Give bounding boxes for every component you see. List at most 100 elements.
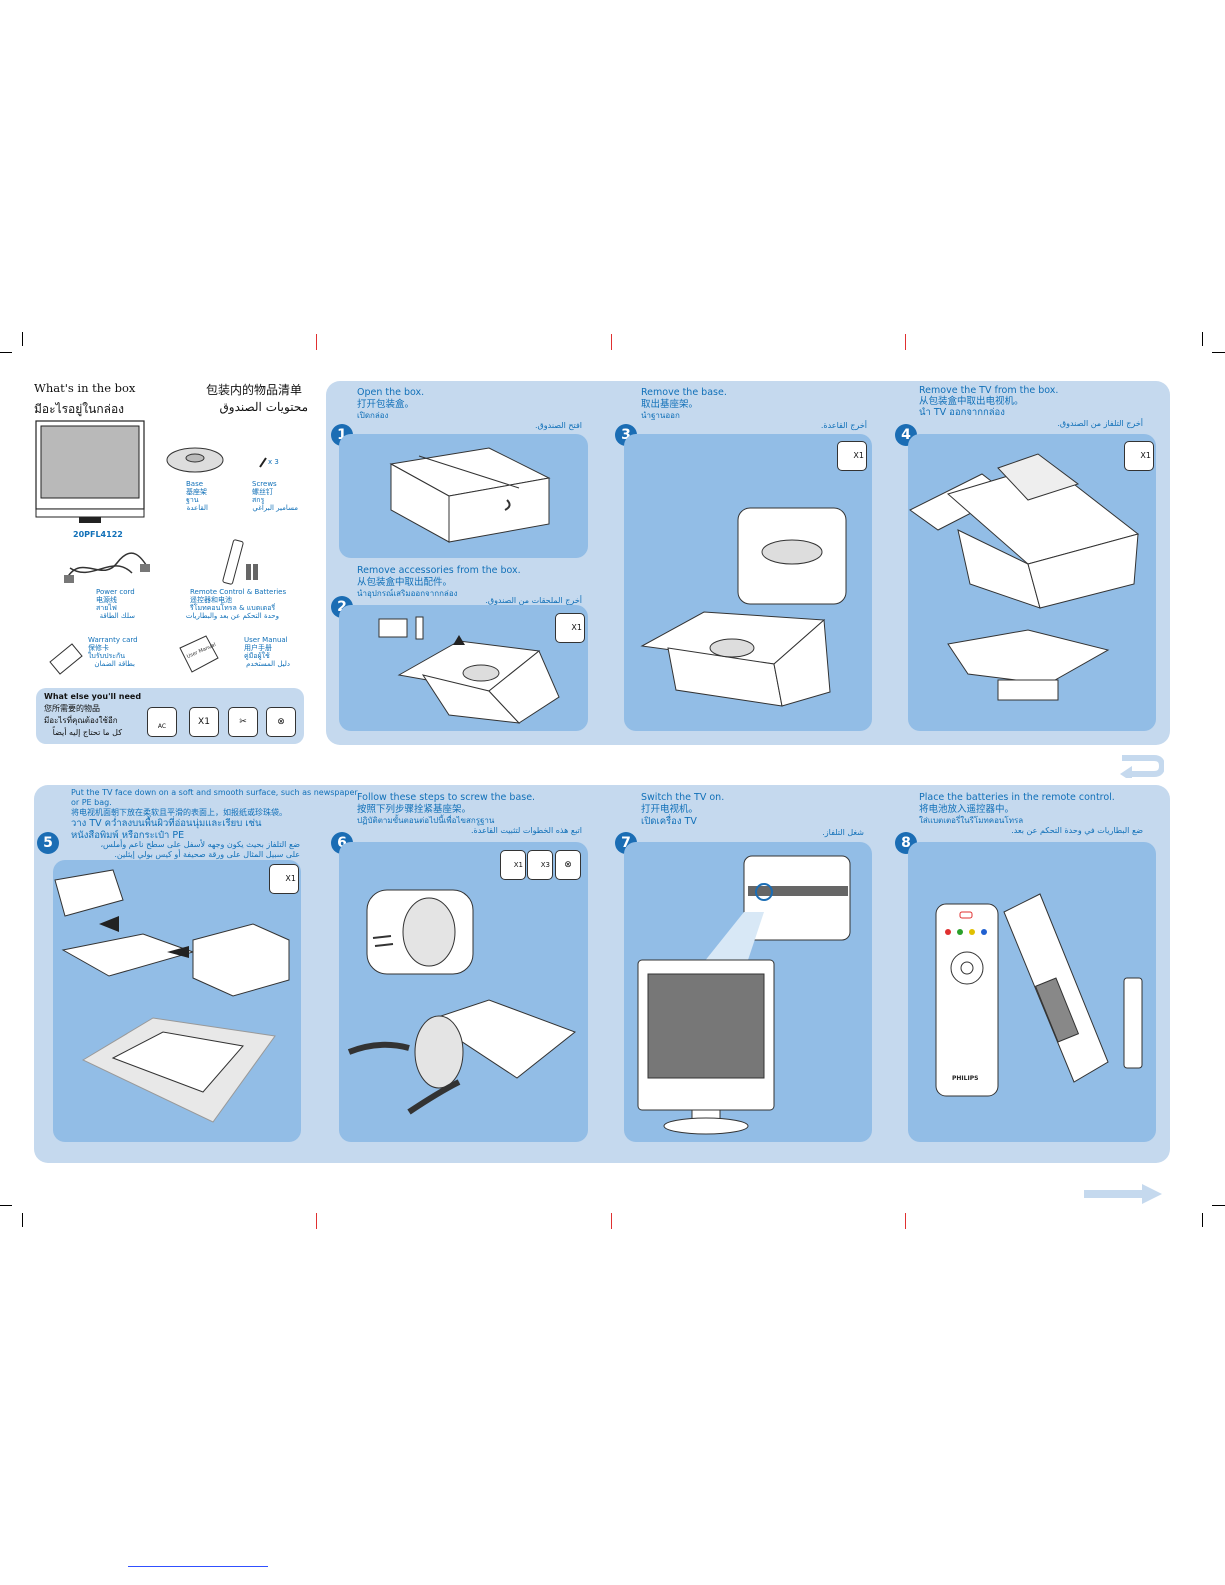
step8-th: ใส่แบตเตอรี่ในรีโมทคอนโทรล	[919, 816, 1024, 825]
step6-screw-icon: X3	[527, 850, 553, 880]
step3-zh: 取出基座架。	[641, 399, 699, 410]
step3-x1: X1	[853, 451, 864, 460]
step6-one-person-icon: X1	[500, 850, 526, 880]
screw-icon	[258, 456, 268, 468]
base-label-zh: 基座架	[186, 488, 207, 496]
step4-illustration-area	[908, 434, 1156, 731]
manual-label-ar: دليل المستخدم	[246, 660, 290, 668]
warranty-label-ar: بطاقة الضمان	[94, 660, 135, 668]
step8-illustration-area	[908, 842, 1156, 1142]
step8-ar: ضع البطاريات في وحدة التحكم عن بعد.	[1011, 826, 1143, 835]
base-label-en: Base	[186, 480, 204, 488]
crop-mark	[1202, 332, 1203, 346]
fold-mark	[611, 1213, 612, 1229]
crop-mark	[1212, 1205, 1225, 1206]
step5-ar: ضع التلفاز بحيث يكون وجهه لأسفل على سطح …	[100, 840, 300, 849]
power-label-zh: 电源线	[96, 596, 117, 604]
step5-one-person-icon: X1	[269, 864, 299, 894]
step5-ar-line2: على سبيل المثال على ورقة صحيفة أو كيس بو…	[114, 850, 300, 859]
step1-th: เปิดกล่อง	[357, 411, 389, 420]
brand-logo: PHILIPS	[952, 1075, 979, 1082]
warranty-label-th: ใบรับประกัน	[88, 652, 126, 660]
need-title: What else you'll need	[44, 692, 142, 701]
remote-label-ar: وحدة التحكم عن بعد والبطاريات	[185, 612, 279, 620]
need-th: มีอะไรที่คุณต้องใช้อีก	[44, 716, 118, 725]
screws-label-en: Screws	[252, 480, 277, 488]
step7-ar: شغل التلفاز.	[822, 828, 864, 837]
base-icon	[165, 446, 225, 474]
step5-th-line2: หนังสือพิมพ์ หรือกระเป๋า PE	[71, 830, 185, 841]
step3-one-person-icon: X1	[837, 441, 867, 471]
fold-mark	[316, 334, 317, 350]
step2-one-person-icon: X1	[555, 613, 585, 643]
link-underline	[128, 1566, 268, 1567]
step6-th: ปฏิบัติตามขั้นตอนต่อไปนี้เพื่อไขสกรูฐาน	[357, 816, 495, 825]
step5-illustration-area	[53, 860, 301, 1142]
remote-label-zh: 遥控器和电池	[190, 596, 232, 604]
step3-th: นำฐานออก	[641, 411, 680, 420]
crop-mark	[22, 332, 23, 346]
step4-x1: X1	[1140, 451, 1151, 460]
step5-x1: X1	[285, 874, 296, 883]
box-title-en: What's in the box	[34, 381, 136, 395]
screws-label-zh: 螺丝钉	[252, 488, 273, 496]
step5-zh: 将电视机面朝下放在柔软且平滑的表面上，如报纸或珍珠袋。	[71, 808, 287, 817]
fold-mark	[905, 1213, 906, 1229]
step2-x1: X1	[571, 623, 582, 632]
step4-one-person-icon: X1	[1124, 441, 1154, 471]
step1-en: Open the box.	[357, 387, 425, 398]
crop-mark	[22, 1213, 23, 1227]
step6-illustration-area	[339, 842, 588, 1142]
step2-ar: أخرج الملحقات من الصندوق.	[485, 596, 582, 605]
step3-ar: أخرج القاعدة.	[820, 421, 867, 430]
step6-x3: X3	[540, 861, 550, 869]
step6-ar: اتبع هذه الخطوات لتثبيت القاعدة.	[471, 826, 582, 835]
remote-label-en: Remote Control & Batteries	[190, 588, 287, 596]
screws-label-th: สกรู	[252, 496, 265, 504]
need-zh: 您所需要的物品	[44, 704, 100, 713]
tv-illustration	[35, 420, 145, 532]
step6-screwdriver-icon: ⊗	[555, 850, 581, 880]
step4-th: นำ TV ออกจากกล่อง	[919, 407, 1005, 418]
warranty-label-en: Warranty card	[88, 636, 138, 644]
warranty-label-zh: 保修卡	[88, 644, 109, 652]
box-title-ar: محتويات الصندوق	[219, 400, 308, 414]
step5-th: วาง TV คว่ำลงบนพื้นผิวที่อ่อนนุ่มและเรีย…	[71, 818, 262, 829]
need-ar: كل ما تحتاج إليه أيضاً	[52, 728, 122, 737]
manual-label-th: คู่มือผู้ใช้	[244, 652, 270, 660]
fold-mark	[905, 334, 906, 350]
fold-mark	[611, 334, 612, 350]
ac-label: AC	[157, 723, 167, 730]
next-page-arrow-icon	[1084, 1184, 1162, 1204]
user-manual-icon	[176, 632, 222, 676]
step2-en: Remove accessories from the box.	[357, 565, 521, 576]
screwdriver-icon: ⊗	[266, 707, 296, 737]
screws-quantity: x 3	[268, 458, 279, 466]
fold-mark	[316, 1213, 317, 1229]
step8-en: Place the batteries in the remote contro…	[919, 792, 1115, 803]
crop-mark	[1212, 352, 1225, 353]
base-label-th: ฐาน	[186, 496, 199, 504]
power-cord-icon	[62, 548, 152, 588]
base-label-ar: القاعدة	[186, 504, 208, 512]
crop-mark	[0, 352, 12, 353]
manual-label-en: User Manual	[244, 636, 288, 644]
step6-en: Follow these steps to screw the base.	[357, 792, 536, 803]
step1-zh: 打开包装盒。	[357, 399, 415, 410]
screws-label-ar: مسامير البراغي	[252, 504, 298, 512]
one-person-icon: X1	[189, 707, 219, 737]
power-label-th: สายไฟ	[96, 604, 117, 612]
step2-illustration-area	[339, 605, 588, 731]
step5-en-line2: or PE bag.	[71, 798, 112, 807]
warranty-card-icon	[46, 640, 86, 676]
power-label-en: Power cord	[96, 588, 135, 596]
step7-en: Switch the TV on.	[641, 792, 725, 803]
model-number: 20PFL4122	[73, 530, 123, 539]
step4-zh: 从包装盒中取出电视机。	[919, 396, 1024, 407]
step3-illustration-area	[624, 434, 872, 731]
step3-en: Remove the base.	[641, 387, 727, 398]
box-title-zh: 包装内的物品清单	[206, 383, 303, 397]
step5-number: 5	[37, 832, 59, 854]
need-x1: X1	[198, 717, 210, 727]
